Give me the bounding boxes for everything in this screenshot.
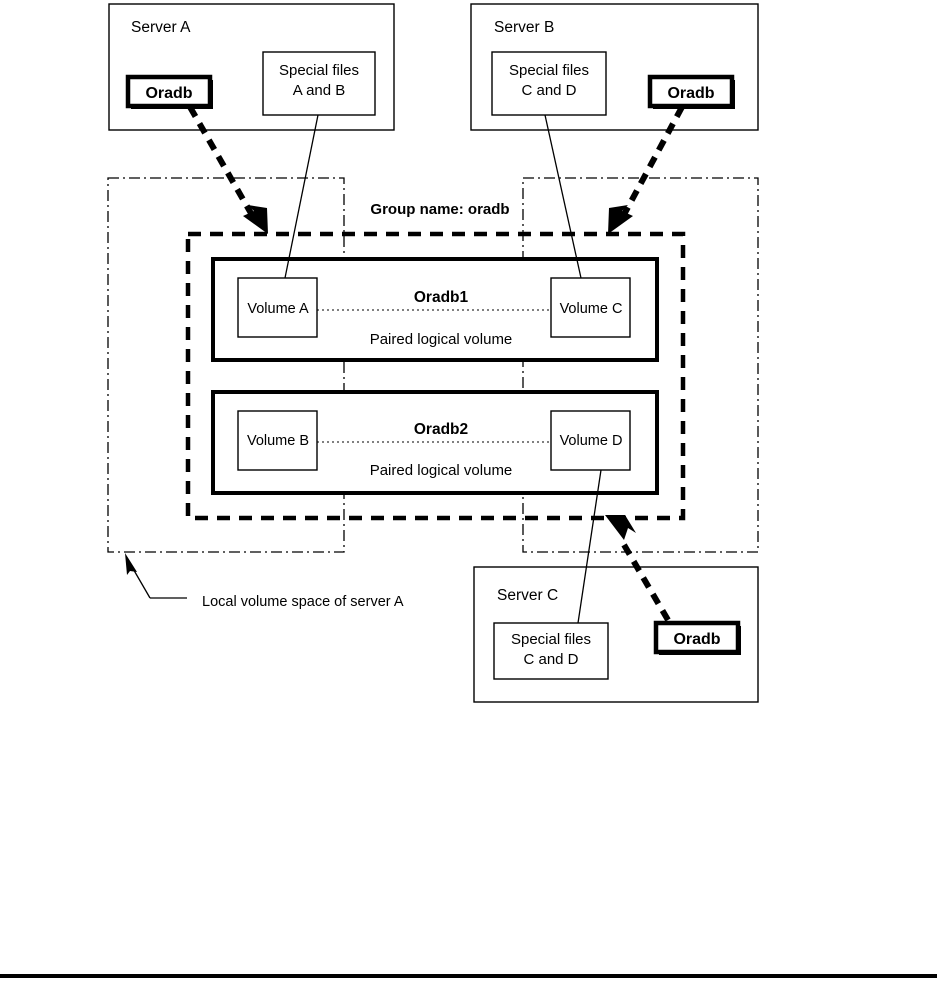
bottom-divider	[0, 974, 937, 978]
server-b-special-files-line2: C and D	[521, 82, 576, 99]
volume-b-box	[237, 410, 318, 471]
volume-c-box	[550, 277, 631, 338]
volume-d-label: Volume D	[560, 433, 623, 449]
pair-oradb1-name: Oradb1	[414, 289, 469, 306]
server-b-oradb-badge[interactable]	[647, 74, 735, 109]
arrow-server-a-oradb-to-group	[187, 105, 259, 224]
server-c-oradb-badge-label: Oradb	[673, 631, 720, 648]
server-a-label: Server A	[131, 19, 191, 36]
local-volume-space-server-b	[522, 177, 759, 553]
server-b-label: Server B	[494, 19, 554, 36]
volume-a-label: Volume A	[247, 301, 309, 317]
server-b-special-files-box	[491, 51, 607, 116]
local-volume-space-server-a	[107, 177, 345, 553]
connector-special-a-to-volume-a	[284, 114, 319, 279]
pair-oradb1-subtitle: Paired logical volume	[370, 331, 513, 348]
caption-leader-arrowhead	[125, 553, 137, 575]
server-a-oradb-badge[interactable]	[125, 74, 213, 109]
server-a-special-files-line1: Special files	[279, 62, 359, 79]
server-a-oradb-badge-label: Oradb	[145, 85, 192, 102]
volume-d-box	[550, 410, 631, 471]
server-c-special-files-line1: Special files	[511, 631, 591, 648]
server-c-label: Server C	[497, 587, 558, 604]
caption-local-volume-space: Local volume space of server A	[202, 594, 404, 610]
server-c-special-files-line2: C and D	[523, 651, 578, 668]
volume-b-label: Volume B	[247, 433, 309, 449]
server-a-special-files-box	[262, 51, 376, 116]
pair-oradb2-subtitle: Paired logical volume	[370, 462, 513, 479]
server-b-oradb-badge-label: Oradb	[667, 85, 714, 102]
connector-special-b-to-volume-c	[544, 114, 582, 279]
server-b-special-files-line1: Special files	[509, 62, 589, 79]
server-a-special-files-line2: A and B	[293, 82, 346, 99]
volume-a-box	[237, 277, 318, 338]
volume-c-label: Volume C	[560, 301, 623, 317]
connector-special-c-to-volume-d	[577, 469, 602, 624]
arrow-server-b-oradb-to-group	[617, 105, 685, 224]
arrowhead-server-c	[605, 515, 636, 540]
arrowhead-server-a	[243, 205, 268, 234]
group-oradb-box	[185, 231, 686, 521]
server-c-special-files-box	[493, 622, 609, 680]
server-c-oradb-badge[interactable]	[653, 620, 741, 655]
arrowhead-server-b	[608, 205, 633, 234]
arrow-server-c-oradb-to-group	[617, 536, 671, 622]
group-name-label: Group name: oradb	[370, 201, 509, 218]
pair-oradb2-name: Oradb2	[414, 421, 468, 438]
